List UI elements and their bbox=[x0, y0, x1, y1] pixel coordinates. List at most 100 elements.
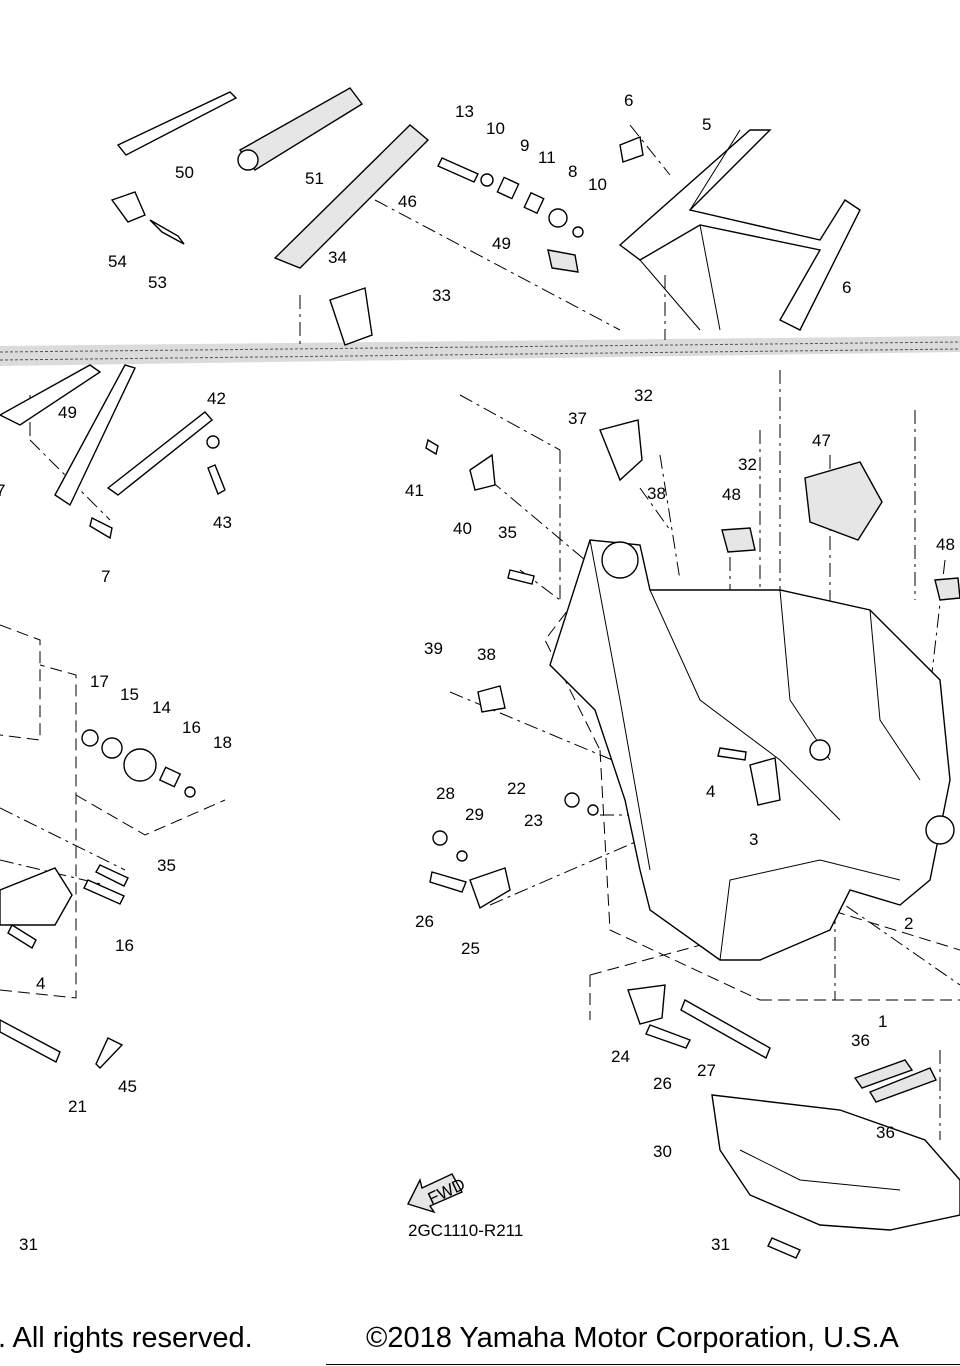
frame-rail-50 bbox=[54, 364, 136, 507]
label-2: 2 bbox=[904, 914, 913, 933]
label-24: 24 bbox=[611, 1047, 630, 1066]
bolt-26b bbox=[645, 1024, 691, 1049]
frame-rail-left bbox=[0, 364, 102, 426]
footer-rule bbox=[326, 1364, 960, 1365]
washer-29 bbox=[456, 850, 468, 862]
label-17: 17 bbox=[90, 672, 109, 691]
scan-tear-band bbox=[0, 336, 960, 366]
main-frame-1 bbox=[549, 539, 951, 961]
chain-guide-47 bbox=[273, 124, 430, 269]
label-36: 36 bbox=[851, 1031, 870, 1050]
label-30b: 32 bbox=[738, 455, 757, 474]
label-15: 16 bbox=[182, 718, 201, 737]
label-26b: 26 bbox=[653, 1074, 672, 1093]
bracket-41 bbox=[469, 453, 496, 491]
label-30: 32 bbox=[634, 386, 653, 405]
label-54: 54 bbox=[108, 252, 127, 271]
bolt-53 bbox=[149, 219, 185, 245]
nut-28 bbox=[432, 830, 448, 846]
bushing-14 bbox=[101, 737, 123, 759]
nut-22 bbox=[564, 792, 580, 808]
label-40: 39 bbox=[424, 639, 443, 658]
wrench-51 bbox=[116, 91, 238, 156]
bushing-13 bbox=[123, 748, 157, 782]
label-31: 33 bbox=[432, 286, 451, 305]
label-26: 26 bbox=[415, 912, 434, 931]
label-35b: 31 bbox=[19, 1235, 38, 1254]
clamp-49b bbox=[934, 577, 960, 601]
label-4b: 4 bbox=[36, 974, 45, 993]
label-34: 30 bbox=[653, 1142, 672, 1161]
bolt-4 bbox=[7, 923, 37, 950]
label-14: 15 bbox=[120, 685, 139, 704]
label-21: 21 bbox=[68, 1097, 87, 1116]
clamp-49 bbox=[721, 527, 756, 553]
label-50: 49 bbox=[492, 234, 511, 253]
bracket-39 bbox=[477, 685, 506, 713]
label-16: 16 bbox=[115, 936, 134, 955]
footer-rights-text: . All rights reserved. bbox=[0, 1322, 253, 1354]
parts bbox=[0, 87, 960, 1259]
skid-plate-34 bbox=[711, 1094, 960, 1231]
plate-25 bbox=[469, 867, 511, 910]
fwd-arrow-icon bbox=[407, 1173, 463, 1214]
bracket-37 bbox=[599, 419, 643, 482]
label-28: 28 bbox=[436, 784, 455, 803]
label-51: 50 bbox=[175, 163, 194, 182]
collar-11 bbox=[523, 191, 545, 215]
collar-9 bbox=[496, 176, 520, 200]
label-3: 3 bbox=[749, 830, 758, 849]
label-11: 11 bbox=[538, 148, 556, 167]
label-6: 6 bbox=[624, 91, 633, 110]
plate-24 bbox=[627, 984, 666, 1025]
engine-bracket bbox=[0, 867, 73, 926]
label-43: 45 bbox=[118, 1077, 137, 1096]
bolt-4b bbox=[717, 747, 747, 761]
bracket-32 bbox=[329, 287, 373, 346]
label-37: 37 bbox=[568, 409, 587, 428]
bolt-33b bbox=[507, 569, 535, 585]
label-38: 38 bbox=[647, 484, 666, 503]
long-bolt-21 bbox=[0, 1019, 61, 1063]
bolt-42 bbox=[425, 438, 439, 456]
label-42: 41 bbox=[405, 481, 424, 500]
label-36b: 36 bbox=[876, 1123, 895, 1142]
collar-15 bbox=[158, 766, 182, 788]
cable-guide-48 bbox=[804, 461, 883, 541]
washer-10b bbox=[572, 226, 584, 238]
label-49: 48 bbox=[722, 485, 741, 504]
label-18: 18 bbox=[213, 733, 232, 752]
label-35: 31 bbox=[711, 1235, 730, 1254]
washer-10 bbox=[480, 173, 494, 187]
label-39: 38 bbox=[477, 645, 496, 664]
bracket-3 bbox=[749, 757, 781, 806]
copyright-footer: . All rights reserved. ©2018 Yamaha Moto… bbox=[0, 1318, 960, 1366]
label-10: 10 bbox=[486, 119, 505, 138]
collar-17 bbox=[81, 729, 99, 747]
label-9: 9 bbox=[520, 136, 529, 155]
washer-18 bbox=[184, 786, 196, 798]
washer-23 bbox=[587, 804, 599, 816]
label-48: 47 bbox=[812, 431, 831, 450]
decal-6 bbox=[619, 136, 644, 163]
pin-43 bbox=[95, 1037, 124, 1070]
label-46: 43 bbox=[213, 513, 232, 532]
footer-copyright-text: ©2018 Yamaha Motor Corporation, U.S.A bbox=[366, 1322, 899, 1354]
label-49b: 48 bbox=[936, 535, 955, 554]
label-1: 1 bbox=[878, 1012, 887, 1031]
bolt-12 bbox=[437, 157, 479, 183]
clip-50 bbox=[547, 249, 579, 273]
label-6b: 6 bbox=[842, 278, 851, 297]
bolt-16 bbox=[83, 879, 125, 905]
label-22: 22 bbox=[507, 779, 526, 798]
label-7b: 7 bbox=[0, 481, 5, 500]
bolt-54 bbox=[110, 191, 146, 223]
label-10b: 10 bbox=[588, 175, 607, 194]
label-8: 8 bbox=[568, 162, 577, 181]
label-53: 53 bbox=[148, 273, 167, 292]
bolt-7 bbox=[89, 516, 113, 540]
bushing-8 bbox=[548, 208, 568, 228]
label-25: 25 bbox=[461, 939, 480, 958]
reference-code: 2GC1110-R211 bbox=[408, 1221, 523, 1240]
